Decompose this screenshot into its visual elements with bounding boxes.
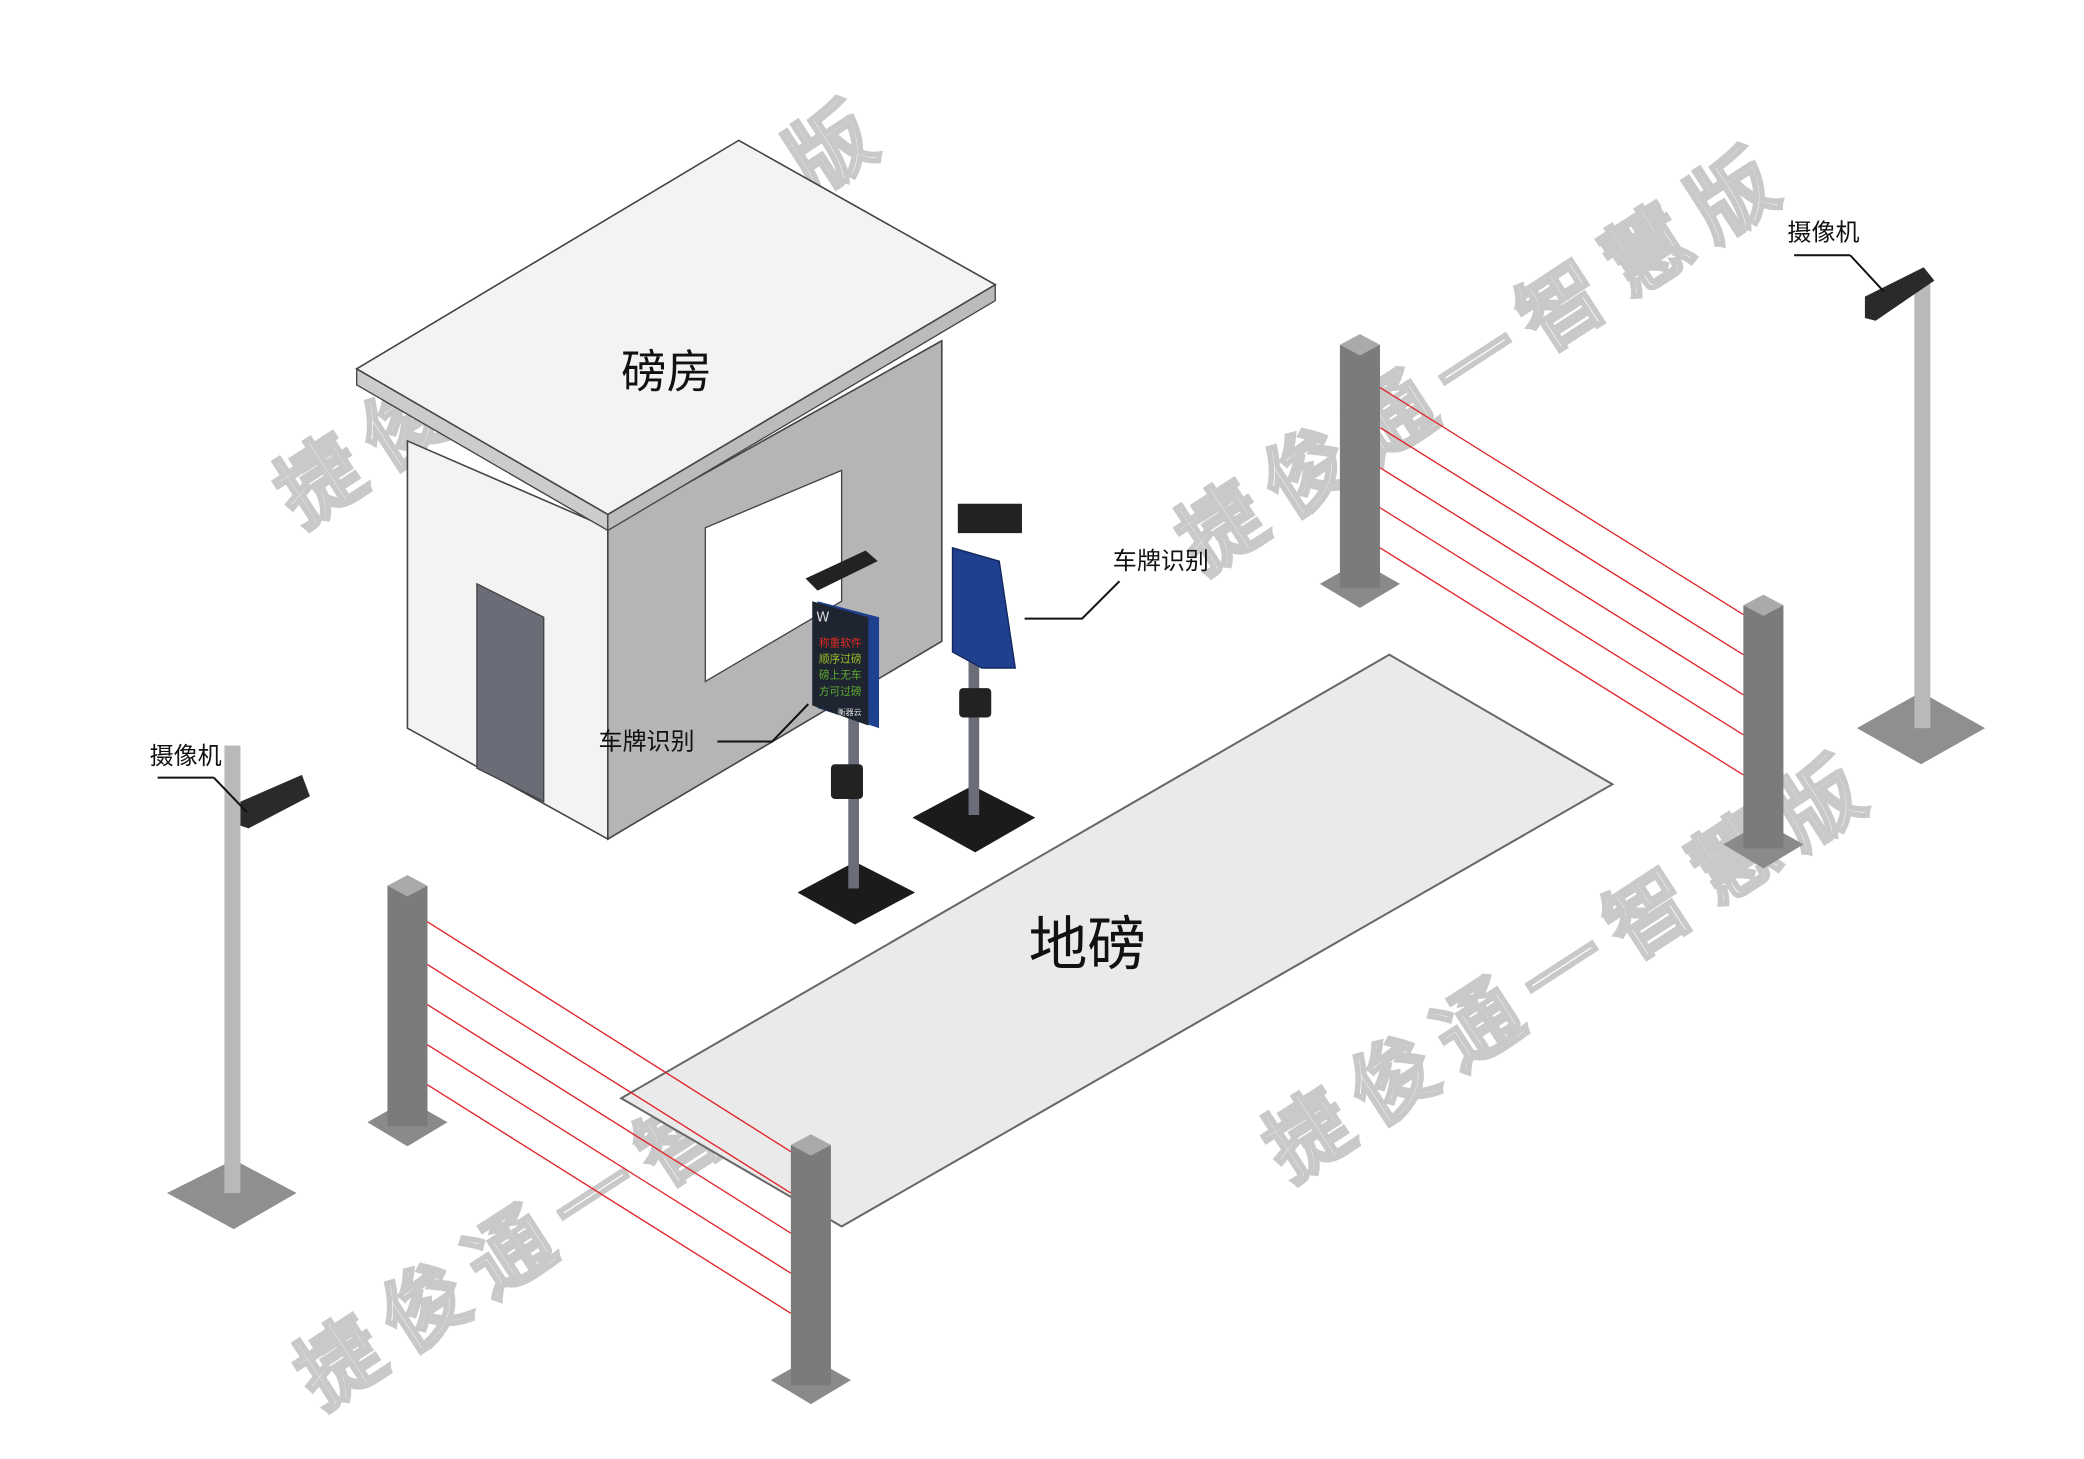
plate-recognition-label: 车牌识别	[598, 728, 694, 756]
camera-pole-right	[1856, 267, 1986, 765]
svg-text:称重软件: 称重软件	[819, 637, 862, 650]
camera-pole-left	[166, 745, 310, 1230]
svg-text:方可过磅: 方可过磅	[819, 685, 862, 698]
svg-text:W: W	[816, 610, 829, 625]
led-display	[812, 601, 869, 726]
weigh-booth: 磅房	[355, 139, 997, 841]
booth-roof	[355, 139, 997, 516]
camera-label: 摄像机	[1787, 219, 1859, 247]
laser-fence-right	[1319, 334, 1804, 869]
laser-fence-left	[367, 875, 851, 1405]
weighbridge-platform	[619, 653, 1615, 1228]
camera-icon	[1864, 267, 1935, 321]
booth-window	[704, 469, 843, 683]
plate-recognition-camera-stand	[912, 503, 1036, 853]
svg-text:顺序过磅: 顺序过磅	[819, 653, 862, 666]
booth-door	[476, 582, 545, 803]
plate-recognition-display-stand: W 称重软件 顺序过磅 磅上无车 方可过磅 衡器云	[797, 550, 916, 925]
plate-recognition-label: 车牌识别	[1113, 547, 1209, 575]
camera-label: 摄像机	[150, 742, 222, 770]
watermark: 捷俊通一智慧版	[1160, 123, 1809, 591]
camera-icon	[240, 774, 310, 829]
leader-line	[1024, 580, 1121, 620]
svg-text:衡器云: 衡器云	[838, 707, 862, 717]
leader-line	[717, 703, 809, 743]
weighbridge-label: 地磅	[1029, 910, 1147, 979]
booth-label: 磅房	[621, 346, 712, 399]
svg-text:磅上无车: 磅上无车	[819, 669, 862, 682]
